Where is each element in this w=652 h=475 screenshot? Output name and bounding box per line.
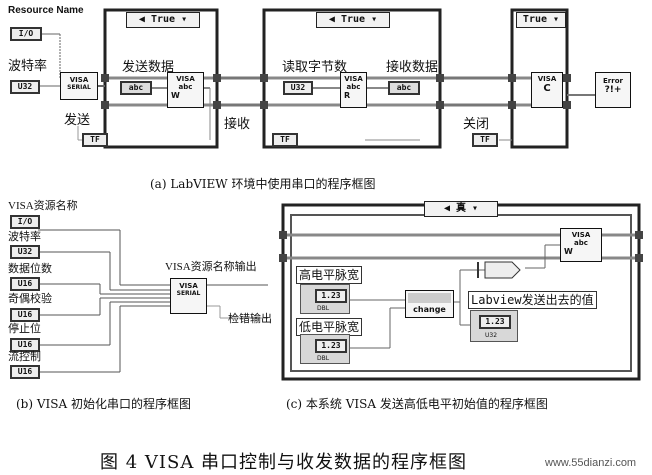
case-selector-value-c: 真 xyxy=(456,203,466,214)
case-selector-true-1[interactable]: ◀ True ▾ xyxy=(126,12,200,28)
recv-data-label: 接收数据 xyxy=(386,59,439,74)
visa-resource-label: VISA资源名称 xyxy=(8,200,78,212)
case-selector-true-2[interactable]: ◀ True ▾ xyxy=(316,12,390,28)
high-level-dbl: DBL xyxy=(317,305,330,312)
read-glyph: R xyxy=(344,91,351,100)
change-node-graph-icon xyxy=(408,293,451,303)
visa-serial-init-vi[interactable]: VISA SERIAL xyxy=(170,278,207,314)
tf-constant-3[interactable]: TF xyxy=(472,133,498,147)
tf-constant-2[interactable]: TF xyxy=(272,133,298,147)
case-selector-true-3[interactable]: True ▾ xyxy=(516,12,566,28)
close-glyph: C xyxy=(543,83,551,94)
flow-control-label: 流控制 xyxy=(8,351,41,363)
send-label-left: 发送 xyxy=(64,112,91,127)
sent-value-indicator: 1.23 U32 xyxy=(470,310,518,342)
u16-constant-1[interactable]: U16 xyxy=(10,277,40,291)
visa-close-title: VISA xyxy=(537,75,557,83)
visa-read-vi[interactable]: VISA abc R xyxy=(340,72,367,108)
error-out-label: 检错输出 xyxy=(228,313,272,325)
case-selector-left-arrow-2[interactable]: ◀ xyxy=(328,14,335,25)
visa-write-sub: abc xyxy=(178,83,193,91)
read-bytes-label: 读取字节数 xyxy=(282,59,348,74)
error-handler-vi[interactable]: Error ?!+ xyxy=(595,72,631,108)
caption-a: (a) LabVIEW 环境中使用串口的程序框图 xyxy=(150,177,376,191)
stop-bit-label: 停止位 xyxy=(8,323,41,335)
data-bits-label: 数据位数 xyxy=(8,263,52,275)
case-selector-value-1: True xyxy=(150,14,176,25)
caption-c: (c) 本系统 VISA 发送高低电平初始值的程序框图 xyxy=(286,397,548,411)
case-selector-left-arrow[interactable]: ◀ xyxy=(138,14,145,25)
select-node xyxy=(484,261,521,279)
baud-rate-label: 波特率 xyxy=(8,58,48,73)
watermark: www.55dianzi.com xyxy=(545,457,637,469)
visa-init-title: VISA xyxy=(179,282,198,290)
u16-constant-2[interactable]: U16 xyxy=(10,308,40,322)
visa-write-vi[interactable]: VISA abc W xyxy=(167,72,204,108)
io-constant[interactable]: I/O xyxy=(10,27,42,41)
visa-init-sub: SERIAL xyxy=(176,290,201,297)
u32-constant-baud[interactable]: U32 xyxy=(10,80,40,94)
visa-write-c-title: VISA xyxy=(571,231,591,239)
visa-write-title: VISA xyxy=(176,75,195,83)
visa-resource-out-label: VISA资源名称输出 xyxy=(165,261,257,273)
io-constant-b[interactable]: I/O xyxy=(10,215,40,229)
error-vi-title: Error xyxy=(603,77,623,85)
u16-constant-3[interactable]: U16 xyxy=(10,338,40,352)
visa-write-c-sub: abc xyxy=(574,239,588,247)
visa-close-vi[interactable]: VISA C xyxy=(531,72,563,108)
case-selector-left-arrow-c[interactable]: ◀ xyxy=(443,203,450,214)
close-label: 关闭 xyxy=(463,116,490,131)
visa-serial-sub: SERIAL xyxy=(67,84,91,91)
error-glyph: ?!+ xyxy=(604,85,622,95)
u32-constant-b[interactable]: U32 xyxy=(10,245,40,259)
send-data-label: 发送数据 xyxy=(122,59,175,74)
high-level-label: 高电平脉宽 xyxy=(296,266,363,284)
low-level-value: 1.23 xyxy=(315,339,347,353)
visa-write-vi-c[interactable]: VISA abc W xyxy=(560,228,602,262)
figure-title: 图 4 VISA 串口控制与收发数据的程序框图 xyxy=(100,452,468,473)
high-level-control[interactable]: 1.23 DBL xyxy=(300,284,350,314)
change-node[interactable]: change xyxy=(405,290,454,318)
tf-constant-1[interactable]: TF xyxy=(82,133,108,147)
low-level-control[interactable]: 1.23 DBL xyxy=(300,334,350,364)
abc-string-indicator: abc xyxy=(388,81,420,95)
visa-serial-config-vi[interactable]: VISA SERIAL xyxy=(60,72,98,100)
chevron-down-icon-2[interactable]: ▾ xyxy=(371,14,378,25)
sent-value-value: 1.23 xyxy=(479,315,511,329)
u16-constant-4[interactable]: U16 xyxy=(10,365,40,379)
baud-label-b: 波特率 xyxy=(8,231,41,243)
case-selector-true-c[interactable]: ◀ 真 ▾ xyxy=(424,201,498,217)
high-level-value: 1.23 xyxy=(315,289,347,303)
abc-string-const-1[interactable]: abc xyxy=(120,81,152,95)
sent-value-label: Labview发送出去的值 xyxy=(468,291,597,309)
recv-label: 接收 xyxy=(224,116,251,131)
visa-serial-title: VISA xyxy=(69,76,89,84)
parity-label: 奇偶校验 xyxy=(8,293,52,305)
u32-constant-bytes[interactable]: U32 xyxy=(283,81,313,95)
write-glyph-c: W xyxy=(564,247,573,256)
chevron-down-icon[interactable]: ▾ xyxy=(181,14,188,25)
visa-read-sub: abc xyxy=(346,83,361,91)
chevron-down-icon-c[interactable]: ▾ xyxy=(472,203,479,214)
low-level-dbl: DBL xyxy=(317,355,330,362)
visa-read-title: VISA xyxy=(344,75,363,83)
resource-name-label: Resource Name xyxy=(8,5,84,16)
write-glyph: W xyxy=(171,91,180,100)
case-selector-value-2: True xyxy=(340,14,366,25)
chevron-down-icon-3[interactable]: ▾ xyxy=(553,14,560,25)
change-node-label: change xyxy=(413,305,446,314)
case-selector-value-3: True xyxy=(522,14,548,25)
caption-b: (b) VISA 初始化串口的程序框图 xyxy=(16,397,191,411)
sent-value-u32: U32 xyxy=(485,332,498,339)
